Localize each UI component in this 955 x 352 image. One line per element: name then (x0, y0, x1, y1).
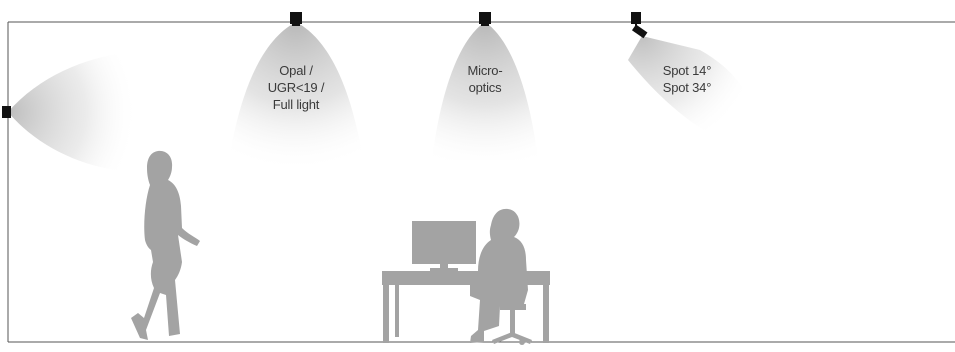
walking-person-icon (131, 150, 200, 340)
opal-luminaire-icon (290, 12, 302, 26)
opal-label-line-2: UGR<19 / (267, 80, 325, 95)
opal-label-line-1: Opal / (279, 63, 313, 78)
seated-person-icon (465, 208, 528, 343)
spot-label-line-1: Spot 14° (662, 63, 712, 78)
micro-optics-label: Micro- optics (440, 62, 530, 96)
opal-light-beam (228, 22, 364, 165)
spot-luminaire-icon (631, 12, 648, 39)
micro-optics-label-line-2: optics (468, 80, 502, 95)
micro-optics-light-beam (432, 22, 538, 160)
micro-optics-luminaire-icon (479, 12, 491, 26)
spot-label: Spot 14° Spot 34° (644, 62, 730, 96)
spot-light-beam (628, 36, 755, 150)
monitor-icon (412, 221, 476, 271)
office-chair-icon (492, 268, 532, 345)
opal-label-line-3: Full light (272, 97, 320, 112)
spot-label-line-2: Spot 34° (662, 80, 712, 95)
micro-optics-label-line-1: Micro- (467, 63, 503, 78)
opal-label: Opal / UGR<19 / Full light (238, 62, 354, 113)
wall-luminaire-icon (2, 106, 11, 118)
wall-light-beam (8, 52, 135, 172)
